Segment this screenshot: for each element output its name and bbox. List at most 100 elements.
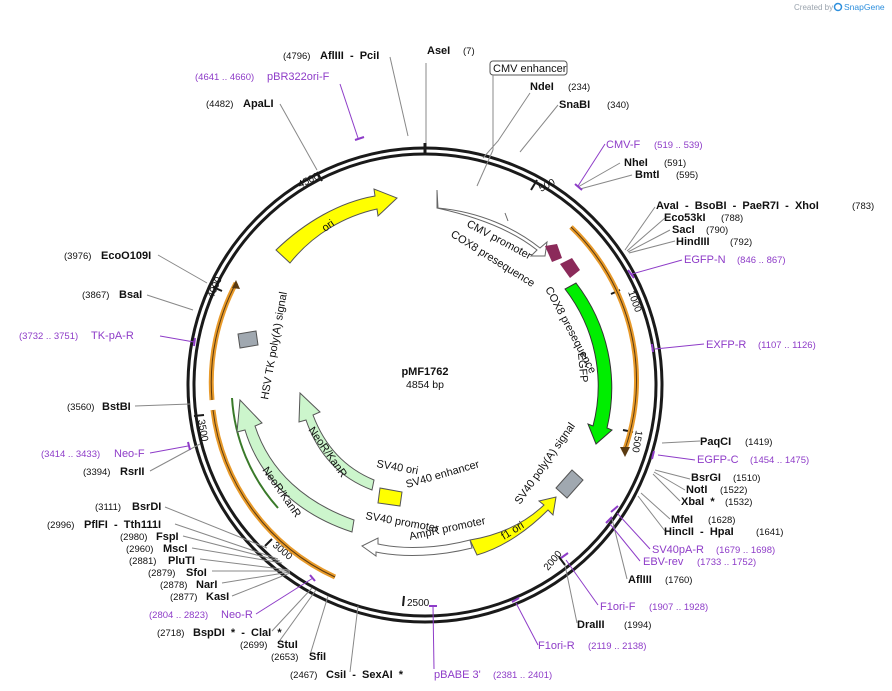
primer-tk-pa-r[interactable]: TK-pA-R <box>91 330 134 342</box>
leader-mfei <box>640 492 671 520</box>
sv40-ori-box[interactable] <box>377 487 403 507</box>
cox8-arrow-2[interactable] <box>560 258 580 278</box>
site-bsai[interactable]: BsaI <box>119 289 142 301</box>
tick-4000 <box>212 286 223 292</box>
site-pflfi[interactable]: PflFI - Tth111I <box>84 519 161 531</box>
neor-outer-arrow[interactable] <box>236 398 355 533</box>
site-pflfi-pos: (2996) <box>47 520 74 531</box>
primer-egfp-n[interactable]: EGFP-N <box>684 254 726 266</box>
primer-sv40pa-r[interactable]: SV40pA-R <box>652 544 704 556</box>
site-clai[interactable]: BspDI * - ClaI * <box>193 627 282 639</box>
primer-egfp-n-pos: (846 .. 867) <box>737 255 786 266</box>
site-kasi[interactable]: KasI <box>206 591 229 603</box>
site-stui-pos: (2699) <box>240 640 267 651</box>
primer-mark-egfp-c <box>651 450 655 460</box>
site-sfii[interactable]: SfiI <box>309 651 326 663</box>
site-draiii-pos: (1994) <box>624 620 651 631</box>
tick-2000 <box>558 556 566 566</box>
site-bsrgi-pos: (1510) <box>733 473 760 484</box>
site-hpai[interactable]: HincII - HpaI <box>664 526 734 538</box>
sv40-polya-box[interactable] <box>555 469 584 499</box>
primer-sv40pa-r-pos: (1679 .. 1698) <box>716 545 775 556</box>
orf-arcs <box>208 225 639 580</box>
primer-ebv-rev[interactable]: EBV-rev <box>643 556 684 568</box>
leader-cmv-f <box>577 143 606 187</box>
site-apali[interactable]: ApaLI <box>243 98 274 110</box>
site-bmti[interactable]: BmtI <box>635 169 659 181</box>
cmv-promoter-arrow[interactable] <box>436 189 548 257</box>
site-csii[interactable]: CsiI - SexAI * <box>326 669 404 681</box>
leader-ecoo109i <box>157 254 208 284</box>
egfp-arrow[interactable] <box>564 282 613 445</box>
site-fspi[interactable]: FspI <box>156 531 179 543</box>
cmv-enhancer-callout: CMV enhancer <box>476 60 568 187</box>
ampr-promoter-arrow[interactable] <box>361 537 473 557</box>
site-msci-pos: (2960) <box>126 544 153 555</box>
cox8-arrow-1[interactable] <box>545 244 562 262</box>
leader-msci <box>191 547 283 564</box>
primer-neo-r[interactable]: Neo-R <box>221 609 253 621</box>
leader-noti <box>653 471 686 491</box>
site-paqci[interactable]: PaqCI <box>700 436 731 448</box>
site-saci[interactable]: SacI <box>672 224 695 236</box>
site-msci[interactable]: MscI <box>163 543 187 555</box>
site-xbai[interactable]: XbaI * <box>681 496 715 508</box>
primer-exfp-r[interactable]: EXFP-R <box>706 339 746 351</box>
site-bsrdi[interactable]: BsrDI <box>132 501 161 513</box>
site-pluti[interactable]: PluTI <box>168 555 195 567</box>
site-afliii-pcii[interactable]: AflIII - PciI <box>320 50 379 62</box>
site-noti[interactable]: NotI <box>686 484 707 496</box>
site-rsrii-pos: (3394) <box>83 467 110 478</box>
site-eco53ki[interactable]: Eco53kI <box>664 212 706 224</box>
leader-xhoi <box>624 206 656 251</box>
site-mfei[interactable]: MfeI <box>671 514 693 526</box>
site-pluti-pos: (2881) <box>129 556 156 567</box>
primer-f1ori-r[interactable]: F1ori-R <box>538 640 575 652</box>
primer-pbr322ori-f[interactable]: pBR322ori-F <box>267 71 330 83</box>
site-nari[interactable]: NarI <box>196 579 217 591</box>
site-apali-pos: (4482) <box>206 99 233 110</box>
leader-snabi <box>519 104 559 153</box>
site-paqci-pos: (1419) <box>745 437 772 448</box>
primer-f1ori-f[interactable]: F1ori-F <box>600 601 636 613</box>
snapgene-credit: Created by SnapGene <box>794 2 885 12</box>
site-saci-pos: (790) <box>706 225 728 236</box>
site-ecoo109i-pos: (3976) <box>64 251 91 262</box>
primer-egfp-c[interactable]: EGFP-C <box>697 454 739 466</box>
site-stui[interactable]: StuI <box>277 639 298 651</box>
ori-arrow[interactable] <box>275 188 398 264</box>
primer-mark-ebv-rev <box>605 516 613 524</box>
primer-neo-f[interactable]: Neo-F <box>114 448 145 460</box>
cmv-enhancer-box[interactable] <box>489 60 568 76</box>
egfp-orf-arc-line <box>570 226 637 453</box>
site-draiii[interactable]: DraIII <box>577 619 605 631</box>
tick-3500 <box>193 414 205 417</box>
site-fspi-pos: (2980) <box>120 532 147 543</box>
primer-pbabe3[interactable]: pBABE 3' <box>434 669 481 681</box>
site-ndei[interactable]: NdeI <box>530 81 554 93</box>
f1-ori-arrow[interactable] <box>469 496 557 556</box>
neor-inner-arrow[interactable] <box>298 391 375 491</box>
credit-brand: SnapGene <box>844 2 885 12</box>
site-xhoi[interactable]: AvaI - BsoBI - PaeR7I - XhoI <box>656 200 819 212</box>
leader-egfp-n <box>631 259 683 275</box>
site-asei[interactable]: AseI <box>427 45 450 57</box>
site-sfoi[interactable]: SfoI <box>186 567 207 579</box>
neor-inner-label: NeoR/KanR <box>306 425 350 480</box>
leader-ndei <box>482 92 531 159</box>
site-bstbi-pos: (3560) <box>67 402 94 413</box>
site-hindiii[interactable]: HindIII <box>676 236 710 248</box>
site-afliii-1760[interactable]: AflIII <box>628 574 652 586</box>
site-snabi[interactable]: SnaBI <box>559 99 590 111</box>
site-rsrii[interactable]: RsrII <box>120 466 144 478</box>
site-bstbi[interactable]: BstBI <box>102 401 131 413</box>
site-mfei-pos: (1628) <box>708 515 735 526</box>
primer-cmv-f[interactable]: CMV-F <box>606 139 641 151</box>
site-leaders <box>134 56 701 673</box>
hsv-tk-polya-box[interactable] <box>237 330 259 349</box>
site-nhei[interactable]: NheI <box>624 157 648 169</box>
egfp-orf-arrow-icon <box>620 447 630 457</box>
site-bsrgi[interactable]: BsrGI <box>691 472 721 484</box>
site-ecoo109i[interactable]: EcoO109I <box>101 250 151 262</box>
